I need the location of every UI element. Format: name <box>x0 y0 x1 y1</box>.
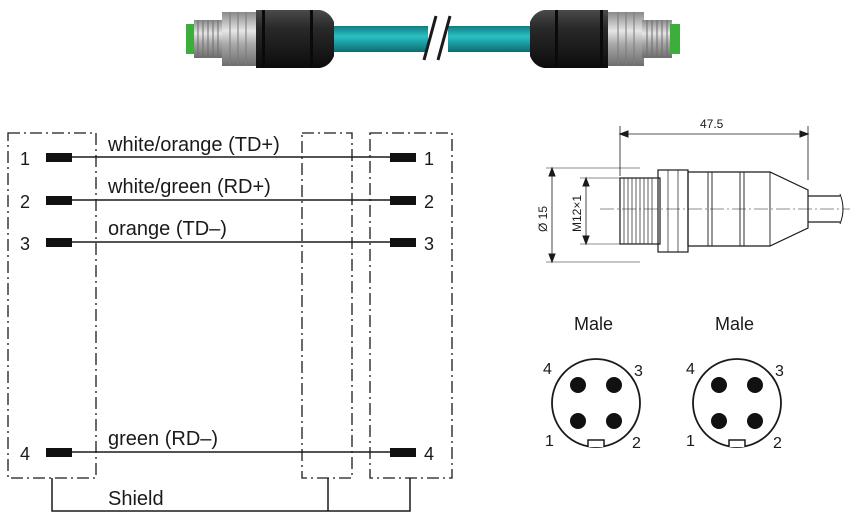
right-connector-icon <box>530 10 680 68</box>
right-housing-outline <box>369 132 453 479</box>
wire-4-pin-left: 4 <box>20 444 30 464</box>
connector-face-1-title: Male <box>574 314 613 334</box>
wiring-schematic <box>7 132 453 512</box>
wire-3-pin-left: 3 <box>20 234 30 254</box>
connector-face-1: Male 4 3 1 2 <box>543 314 643 452</box>
diameter-dimension-label: Ø 15 <box>536 206 550 232</box>
wire-1: 1 white/orange (TD+) 1 <box>20 134 434 169</box>
connector-face-1-pin-2: 2 <box>632 435 641 452</box>
connector-face-1-pin-1: 1 <box>545 433 554 450</box>
cable-break-icon <box>422 15 452 61</box>
wire-2: 2 white/green (RD+) 2 <box>20 176 434 212</box>
wire-1-pin-left: 1 <box>20 149 30 169</box>
wire-3-label: orange (TD–) <box>108 218 227 240</box>
connector-face-2-pin-2: 2 <box>773 435 782 452</box>
connector-face-2-pin-3: 3 <box>775 363 784 380</box>
wire-1-label: white/orange (TD+) <box>107 134 280 156</box>
cable-illustration <box>186 10 680 68</box>
wire-3-pin-right: 3 <box>424 234 434 254</box>
middle-housing-outline <box>301 132 353 479</box>
cable-segment-right <box>446 26 536 52</box>
wire-1-pin-right: 1 <box>424 149 434 169</box>
shield-label: Shield <box>108 488 164 510</box>
wire-4-pin-right: 4 <box>424 444 434 464</box>
shield-line <box>51 478 411 512</box>
wire-3: 3 orange (TD–) 3 <box>20 218 434 254</box>
wire-2-pin-right: 2 <box>424 192 434 212</box>
left-connector-icon <box>186 10 334 68</box>
connector-face-2-pin-1: 1 <box>686 433 695 450</box>
length-dimension-label: 47.5 <box>700 117 724 131</box>
cable-segment-left <box>330 26 430 52</box>
connector-face-1-pin-4: 4 <box>543 361 552 378</box>
wire-2-pin-left: 2 <box>20 192 30 212</box>
wire-4-label: green (RD–) <box>108 428 218 450</box>
left-housing-outline <box>7 132 97 479</box>
thread-dimension-label: M12×1 <box>570 195 584 232</box>
wire-2-label: white/green (RD+) <box>107 176 271 198</box>
dimension-drawing <box>546 126 850 264</box>
connector-face-1-pin-3: 3 <box>634 363 643 380</box>
wire-4: 4 green (RD–) 4 <box>20 428 434 464</box>
connector-face-2-title: Male <box>715 314 754 334</box>
connector-face-2: Male 4 3 1 2 <box>686 314 784 452</box>
connector-face-2-pin-4: 4 <box>686 361 695 378</box>
